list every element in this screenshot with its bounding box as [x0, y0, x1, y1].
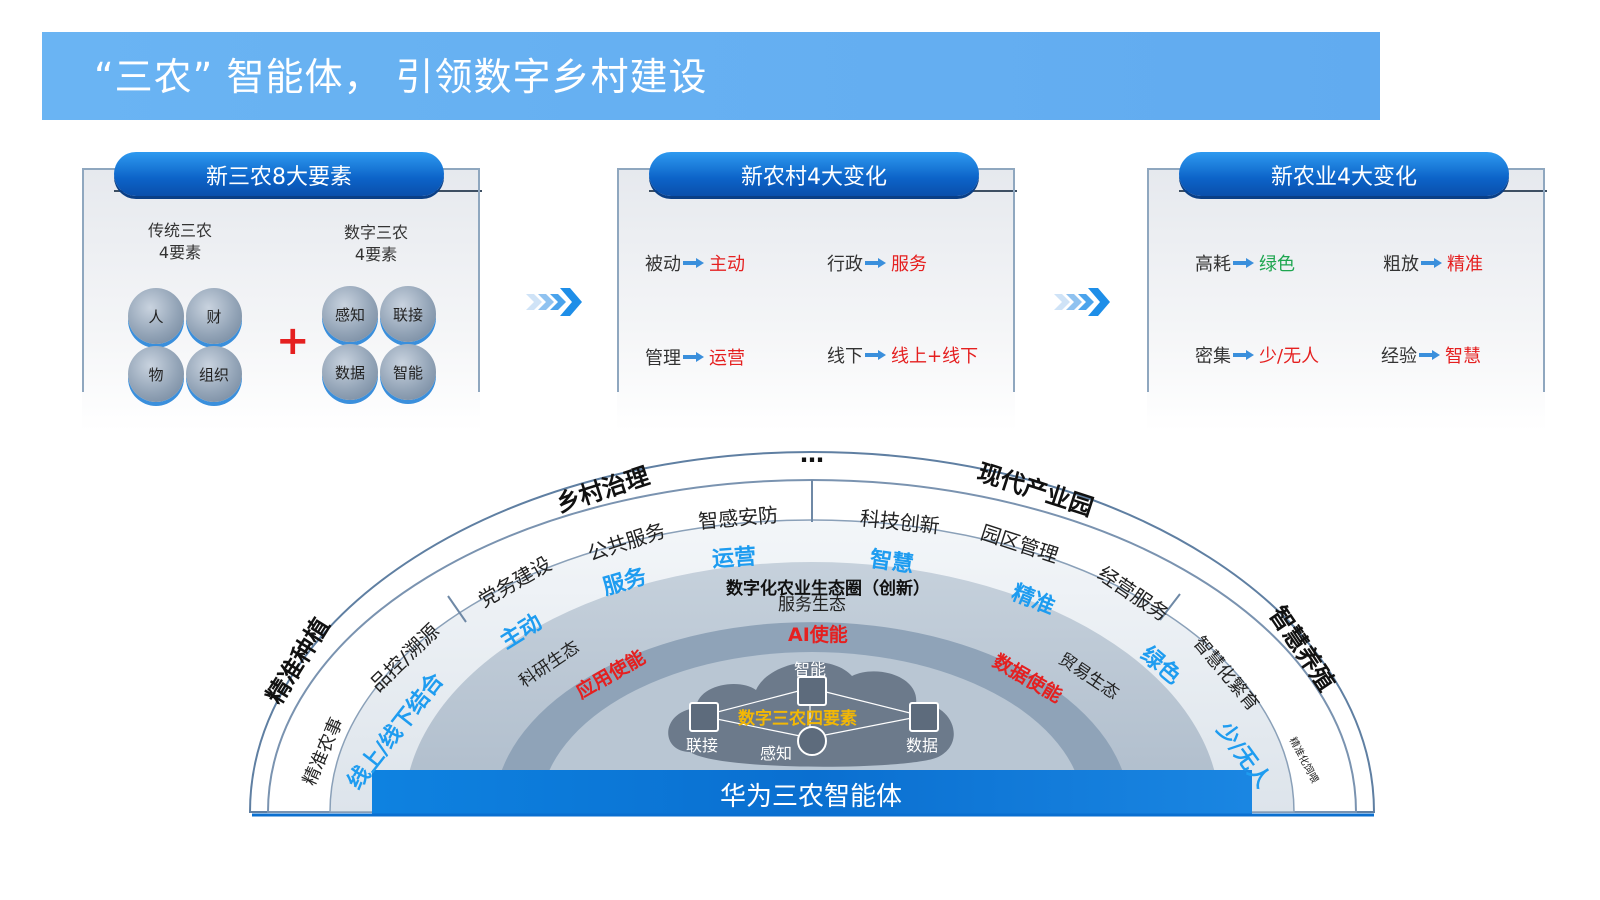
panel-header: 新三农8大要素 — [114, 152, 444, 196]
change-item: 经验 智慧 — [1381, 342, 1481, 368]
database-icon — [909, 702, 939, 732]
cloud-link — [809, 715, 923, 739]
panel-agriculture-changes: 新农业4大变化 高耗 绿色 粗放 精准 密集 少/无人 经验 智慧 — [1147, 152, 1547, 432]
base-bar-fill — [372, 770, 1252, 814]
change-item: 行政 服务 — [827, 250, 927, 276]
element-ball: 智能 — [380, 344, 436, 400]
change-from: 管理 — [645, 348, 681, 369]
change-from: 行政 — [827, 254, 863, 275]
change-from: 粗放 — [1383, 254, 1419, 275]
change-to: 线上+线下 — [891, 346, 979, 367]
element-ball: 感知 — [322, 286, 378, 342]
title-banner: “三农” 智能体， 引领数字乡村建设 — [42, 32, 1380, 120]
change-to: 智慧 — [1445, 346, 1481, 367]
ai-enable-label: AI使能 — [788, 624, 848, 646]
arrow-right-icon — [683, 258, 705, 268]
panel-header: 新农业4大变化 — [1179, 152, 1509, 196]
divider — [447, 595, 467, 623]
cloud-title: 数字三农四要素 — [738, 709, 857, 729]
change-from: 密集 — [1195, 346, 1231, 367]
base-title: 华为三农智能体 — [720, 782, 903, 812]
change-from: 线下 — [827, 346, 863, 367]
element-ball: 人 — [128, 288, 184, 344]
change-from: 被动 — [645, 254, 681, 275]
digital-label: 数字三农 4要素 — [344, 222, 408, 266]
panel-header-text: 新三农8大要素 — [206, 165, 352, 190]
brain-icon — [797, 676, 827, 706]
change-item: 被动 主动 — [645, 250, 745, 276]
change-item: 高耗 绿色 — [1195, 250, 1295, 276]
plus-sign: + — [276, 318, 310, 364]
chevron-right-icon — [1054, 288, 1110, 316]
cloud-link — [809, 687, 923, 717]
change-item: 密集 少/无人 — [1195, 342, 1319, 368]
service-ecosystem: 服务生态 — [778, 595, 846, 615]
arrow-right-icon — [1233, 258, 1255, 268]
cloud-link — [701, 715, 811, 739]
traditional-label: 传统三农 4要素 — [148, 220, 212, 264]
change-to: 精准 — [1447, 254, 1483, 275]
change-to: 少/无人 — [1259, 346, 1320, 367]
sensor-icon — [797, 726, 827, 756]
ecosystem-title: 数字化农业生态圈（创新） — [726, 579, 930, 599]
panel-header-text: 新农业4大变化 — [1271, 165, 1417, 190]
change-item: 粗放 精准 — [1383, 250, 1483, 276]
change-item: 线下 线上+线下 — [827, 342, 978, 368]
arrow-right-icon — [1233, 350, 1255, 360]
traditional-label-line2: 4要素 — [158, 243, 202, 262]
panel-village-changes: 新农村4大变化 被动 主动 行政 服务 管理 运营 线下 线上+线下 — [617, 152, 1017, 432]
network-icon — [689, 702, 719, 732]
panel-header: 新农村4大变化 — [649, 152, 979, 196]
arrow-right-icon — [1421, 258, 1443, 268]
arrow-right-icon — [865, 350, 887, 360]
cloud-shape — [668, 661, 954, 767]
digital-label-line2: 4要素 — [354, 245, 398, 264]
element-ball: 组织 — [186, 346, 242, 402]
change-to: 运营 — [709, 348, 745, 369]
page-title: “三农” 智能体， 引领数字乡村建设 — [94, 55, 708, 99]
element-ball: 数据 — [322, 344, 378, 400]
arrow-right-icon — [1419, 350, 1441, 360]
panel-eight-elements: 新三农8大要素 传统三农 4要素 数字三农 4要素 人 财 物 组织 + 感知 … — [82, 152, 482, 432]
arrow-right-icon — [865, 258, 887, 268]
chevron-right-icon — [526, 288, 582, 316]
cloud-link — [701, 687, 811, 717]
panel-header-text: 新农村4大变化 — [741, 165, 887, 190]
change-to: 绿色 — [1259, 254, 1295, 275]
outer-rim — [248, 451, 1376, 813]
node-label: 联接 — [686, 736, 719, 755]
node-label: 感知 — [760, 744, 793, 763]
element-ball: 物 — [128, 346, 184, 402]
arrow-right-icon — [683, 352, 705, 362]
change-item: 管理 运营 — [645, 344, 745, 370]
change-from: 经验 — [1381, 346, 1417, 367]
outer-label: … — [800, 440, 824, 468]
change-to: 主动 — [709, 254, 745, 275]
change-from: 高耗 — [1195, 254, 1231, 275]
change-to: 服务 — [891, 254, 927, 275]
element-ball: 财 — [186, 288, 242, 344]
node-label: 智能 — [794, 660, 827, 679]
divider — [1159, 593, 1181, 621]
traditional-label-line1: 传统三农 — [148, 221, 213, 240]
element-ball: 联接 — [380, 286, 436, 342]
digital-label-line1: 数字三农 — [344, 223, 409, 242]
blue-label: 运营 — [711, 544, 758, 573]
node-label: 数据 — [906, 736, 939, 755]
